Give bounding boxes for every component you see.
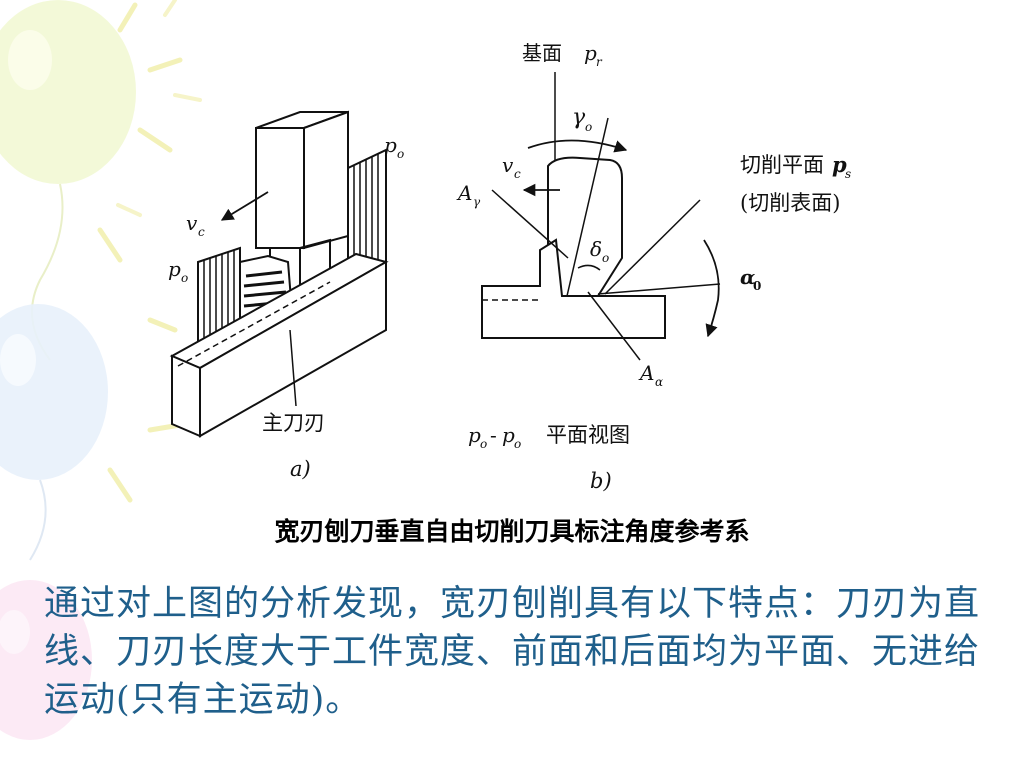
figure-b-plane-view [481,72,721,361]
label-a-vc-sub: c [198,225,205,239]
label-main-edge: 主刀刃 [262,411,325,435]
tool-angle-figure: v c p o p o 主刀刃 a) [168,41,851,493]
label-a-gamma-sub: γ [473,195,481,209]
label-pr-sub: r [596,55,603,69]
balloon-decoration-icon [0,0,202,740]
label-a-alpha-sub: α [655,375,663,389]
label-gamma: γ [572,105,586,130]
label-a-po-left-sub: o [181,271,188,285]
label-ps: p [832,152,847,177]
label-a-vc: v [186,211,198,235]
label-a-po-right-sub: o [397,147,404,161]
figure-a-perspective [169,110,389,438]
body-paragraph: 通过对上图的分析发现，宽刃刨削具有以下特点：刀刃为直线、刀刃长度大于工件宽度、前… [44,584,981,720]
label-a-po-right: p [384,133,397,157]
label-b-vc: v [502,153,514,177]
label-gamma-sub: o [585,120,592,134]
label-delta: δ [590,237,602,261]
label-b-sub: b) [590,469,612,493]
label-base-plane: 基面 [522,41,562,65]
label-view-p1-sub: o [480,437,487,451]
label-ps-sub: s [845,167,851,181]
label-view-p1: p [468,423,481,447]
label-a-sub: a) [290,457,311,481]
label-plane-view: 平面视图 [546,423,630,447]
label-pr: p [584,41,597,65]
label-a-po-left: p [168,257,181,281]
figure-a-labels: v c p o p o 主刀刃 a) [168,133,404,481]
label-b-vc-sub: c [514,167,521,181]
label-cutting-plane: 切削平面 [740,153,824,177]
label-view-dash: - [490,423,497,447]
figure-caption: 宽刃刨刀垂直自由切削刀具标注角度参考系 [274,517,750,546]
label-a-alpha: A [638,361,654,385]
label-alpha-sub: 0 [753,279,761,293]
label-a-gamma: A [456,181,472,205]
label-delta-sub: o [602,251,609,265]
label-cutting-surface: (切削表面) [740,191,840,215]
label-view-p2-sub: o [514,437,521,451]
label-alpha: α [740,265,755,289]
figure-b-labels: 基面 p r γ o v c A γ 切削平面 p s (切削表面) δ o α… [456,41,851,493]
label-view-p2: p [502,423,515,447]
